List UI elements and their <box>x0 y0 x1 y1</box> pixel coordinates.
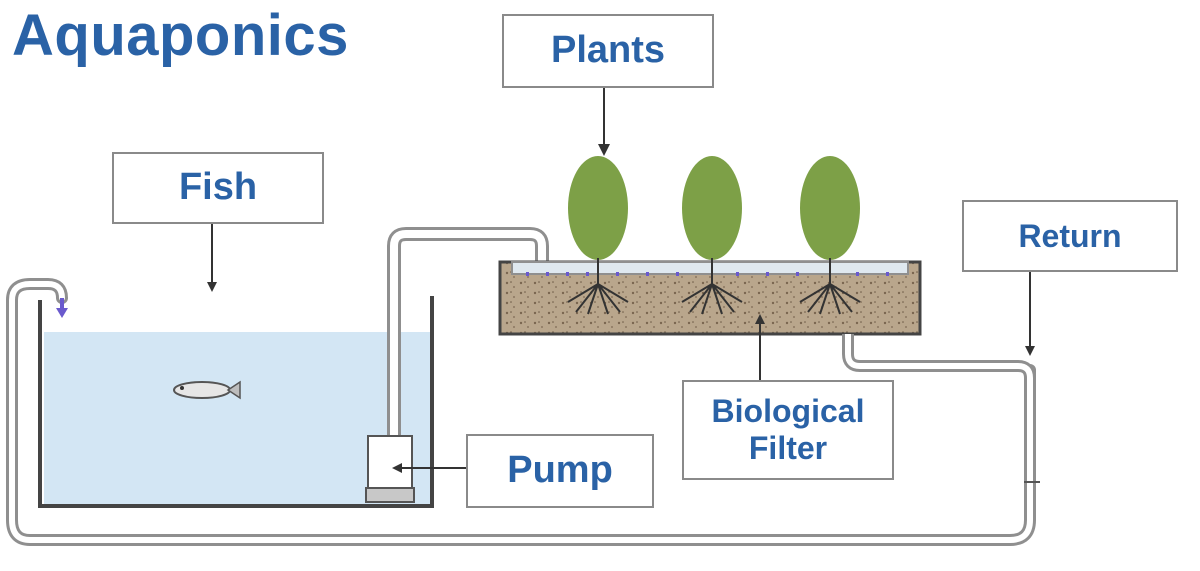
pump-icon <box>365 435 415 503</box>
plant-2 <box>681 156 743 315</box>
fish-label: Fish <box>112 152 324 224</box>
biological-filter-label: Biological Filter <box>682 380 894 480</box>
fish-pointer-arrow <box>207 222 217 292</box>
return-pointer-arrow <box>1025 270 1035 356</box>
biological-filter-label-line2: Filter <box>748 430 828 466</box>
return-drip-arrow <box>56 298 68 318</box>
plant-1 <box>567 156 629 315</box>
return-label: Return <box>962 200 1178 272</box>
pump-label: Pump <box>466 434 654 508</box>
fish-tank <box>38 296 434 508</box>
plants-label: Plants <box>502 14 714 88</box>
biological-filter-label-line1: Biological <box>711 393 865 430</box>
pump-riser-pipe <box>387 227 549 440</box>
drain-pipe <box>842 334 1036 390</box>
return-pipe <box>6 278 1040 546</box>
filter-pointer-arrow <box>755 314 765 380</box>
grow-bed <box>498 260 922 336</box>
fish-icon <box>173 380 241 400</box>
pump-pointer-arrow <box>392 463 466 473</box>
diagram-title: Aquaponics <box>12 3 349 68</box>
plant-3 <box>799 156 861 315</box>
plants-pointer-arrow <box>598 88 610 156</box>
